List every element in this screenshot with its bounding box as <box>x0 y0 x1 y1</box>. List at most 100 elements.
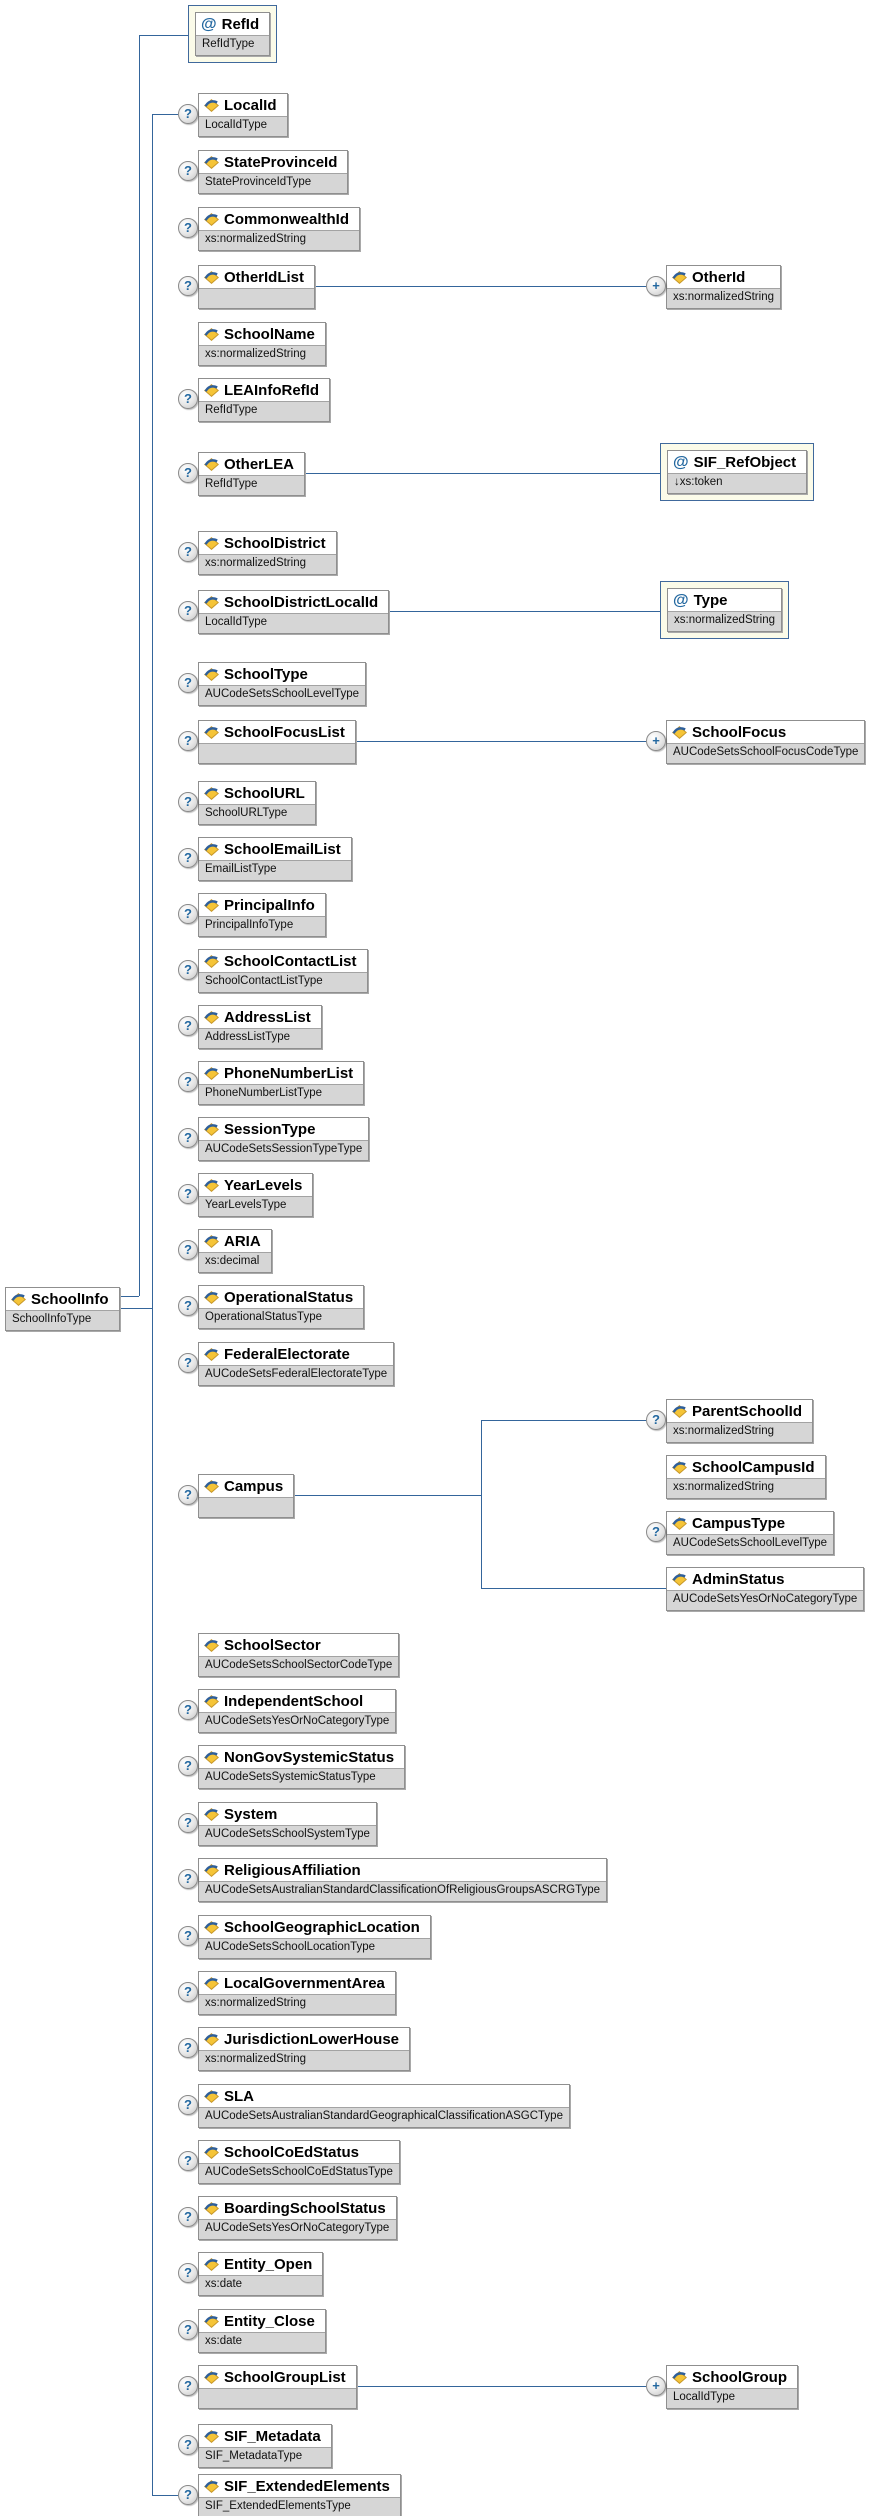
node-title-row: SLA <box>199 2085 569 2107</box>
element-icon <box>203 726 220 739</box>
node-label: SchoolFocusList <box>224 724 345 741</box>
node-otheridlist[interactable]: OtherIdList <box>198 265 316 309</box>
optional-indicator: ? <box>178 1184 198 1204</box>
element-icon <box>203 1751 220 1764</box>
node-type: xs:normalizedString <box>199 230 360 250</box>
node-campus[interactable]: Campus <box>198 1474 295 1518</box>
node-type: xs:normalizedString <box>199 554 336 574</box>
element-icon <box>203 596 220 609</box>
node-sif-refobject[interactable]: @SIF_RefObject↓xs:token <box>667 450 808 494</box>
node-type: AUCodeSetsSchoolFocusCodeType <box>667 743 865 763</box>
node-label: ARIA <box>224 1233 261 1250</box>
element-icon <box>203 1808 220 1821</box>
attribute-icon: @ <box>673 454 689 471</box>
connector-line <box>235 611 660 612</box>
connector-line <box>235 2386 646 2387</box>
node-label: AddressList <box>224 1009 311 1026</box>
node-title-row: JurisdictionLowerHouse <box>199 2028 409 2050</box>
optional-indicator: ? <box>178 2435 198 2455</box>
node-schoolgrouplist[interactable]: SchoolGroupList <box>198 2365 357 2409</box>
element-icon <box>203 384 220 397</box>
optional-indicator: ? <box>178 2320 198 2340</box>
node-title-row: OtherLEA <box>199 453 304 475</box>
node-type: xs:normalizedString <box>199 1994 395 2014</box>
node-type: LocalIdType <box>199 116 287 136</box>
node-title-row: SchoolURL <box>199 782 315 804</box>
node-label: Entity_Open <box>224 2256 313 2273</box>
optional-indicator: ? <box>178 601 198 621</box>
optional-indicator: ? <box>178 731 198 751</box>
element-icon <box>203 1067 220 1080</box>
node-title-row: SchoolType <box>199 663 365 685</box>
node-label: SchoolSector <box>224 1637 321 1654</box>
node-label: NonGovSystemicStatus <box>224 1749 395 1766</box>
node-title-row: SchoolDistrictLocalId <box>199 591 388 613</box>
optional-indicator: ? <box>178 161 198 181</box>
node-type: xs:normalizedString <box>667 1422 813 1442</box>
node-title-row: SchoolCoEdStatus <box>199 2141 399 2163</box>
optional-indicator: ? <box>178 1353 198 1373</box>
optional-indicator: ? <box>178 1296 198 1316</box>
node-schoolfocuslist[interactable]: SchoolFocusList <box>198 720 356 764</box>
node-title-row: @SIF_RefObject <box>668 451 806 473</box>
element-icon <box>203 1011 220 1024</box>
node-type <box>199 743 355 763</box>
element-icon <box>203 2090 220 2103</box>
node-label: SchoolName <box>224 326 315 343</box>
element-icon <box>671 1405 688 1418</box>
node-title-row: SchoolFocusList <box>199 721 355 743</box>
element-icon <box>671 1517 688 1530</box>
node-label: SchoolEmailList <box>224 841 341 858</box>
optional-indicator: ? <box>178 2376 198 2396</box>
node-title-row: LocalId <box>199 94 287 116</box>
node-title-row: NonGovSystemicStatus <box>199 1746 404 1768</box>
element-icon <box>203 328 220 341</box>
node-label: OperationalStatus <box>224 1289 354 1306</box>
